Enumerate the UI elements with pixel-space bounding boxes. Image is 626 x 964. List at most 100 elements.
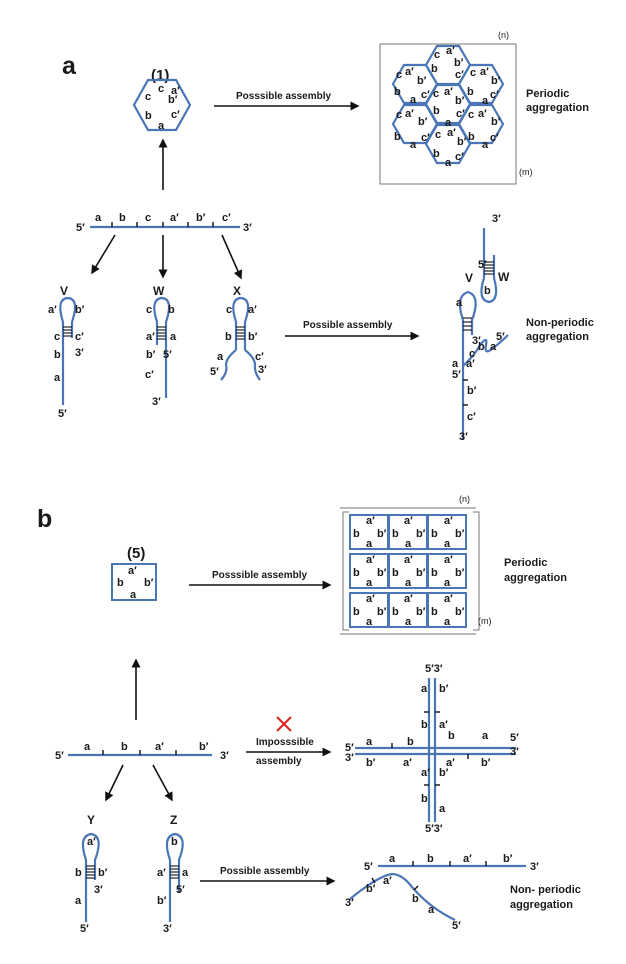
svg-text:b′: b′ — [416, 528, 426, 540]
svg-text:b′: b′ — [439, 683, 449, 695]
svg-text:c′: c′ — [490, 89, 499, 101]
svg-text:a′: a′ — [446, 757, 455, 769]
svg-text:b: b — [467, 86, 474, 98]
svg-text:b′: b′ — [146, 349, 156, 361]
arrow-to-x — [221, 234, 243, 280]
svg-text:a: a — [84, 741, 91, 753]
svg-text:a′: a′ — [404, 515, 413, 527]
svg-text:3′: 3′ — [459, 431, 468, 443]
svg-text:3′: 3′ — [152, 396, 161, 408]
periodic-caption-a-2: aggregation — [526, 102, 589, 114]
svg-text:a: a — [75, 895, 82, 907]
svg-text:a: a — [444, 577, 451, 589]
nonperiodic-caption-b-2: aggregation — [510, 899, 573, 911]
svg-text:c: c — [435, 129, 441, 141]
svg-text:b: b — [171, 836, 178, 848]
svg-text:b′: b′ — [157, 895, 167, 907]
svg-text:W: W — [153, 284, 165, 298]
svg-text:b: b — [75, 867, 82, 879]
svg-text:c: c — [469, 348, 475, 360]
svg-text:a′: a′ — [128, 565, 137, 577]
svg-text:a: a — [444, 538, 451, 550]
svg-text:c: c — [145, 91, 151, 103]
svg-text:b′: b′ — [455, 606, 465, 618]
svg-text:a: a — [452, 358, 459, 370]
svg-text:5′: 5′ — [364, 861, 373, 873]
svg-text:a: a — [158, 120, 165, 132]
svg-text:b′: b′ — [481, 757, 491, 769]
svg-text:a: a — [405, 538, 412, 550]
svg-text:c′: c′ — [171, 109, 180, 121]
svg-text:a: a — [366, 616, 373, 628]
monomer-5-name: (5) — [127, 545, 145, 562]
svg-text:b: b — [353, 528, 360, 540]
svg-text:c: c — [396, 69, 402, 81]
periodic-caption-a-1: Periodic — [526, 88, 569, 100]
svg-text:b: b — [427, 853, 434, 865]
svg-text:b′: b′ — [168, 94, 178, 106]
svg-text:a′: a′ — [447, 127, 456, 139]
svg-text:a: a — [456, 297, 463, 309]
svg-text:a′: a′ — [421, 767, 430, 779]
svg-text:a′: a′ — [444, 86, 453, 98]
impossible-marker — [276, 716, 292, 732]
svg-text:a′: a′ — [366, 593, 375, 605]
svg-text:3′: 3′ — [345, 752, 354, 764]
svg-text:b: b — [407, 736, 414, 748]
svg-text:5′: 5′ — [478, 259, 487, 271]
svg-text:b′: b′ — [248, 331, 258, 343]
svg-text:b: b — [225, 331, 232, 343]
panel-a-label: a — [62, 52, 77, 80]
svg-text:b: b — [168, 304, 175, 316]
svg-text:a′: a′ — [466, 358, 475, 370]
svg-text:V: V — [465, 271, 473, 285]
svg-text:3′: 3′ — [530, 861, 539, 873]
arrow-to-y — [105, 764, 124, 802]
svg-text:a: a — [170, 331, 177, 343]
svg-text:5′: 5′ — [76, 222, 85, 234]
svg-text:b: b — [412, 893, 419, 905]
svg-text:b′: b′ — [417, 75, 427, 87]
monomer-1-hexagon: c a′ c b′ c′ b a — [132, 78, 192, 132]
svg-text:b: b — [119, 212, 126, 224]
svg-text:a: a — [482, 95, 489, 107]
svg-text:b′: b′ — [491, 116, 501, 128]
svg-text:b′: b′ — [416, 567, 426, 579]
svg-text:5′: 5′ — [55, 750, 64, 762]
nonperiodic-caption-b-1: Non- periodic — [510, 884, 581, 896]
svg-text:a: a — [182, 867, 189, 879]
svg-text:c: c — [158, 83, 164, 95]
svg-text:c′: c′ — [222, 212, 231, 224]
cross-junction: 5′3′ 5′3′ 5′ 3′ 5′ 3′ a b′ b a′ a b b′ a… — [345, 663, 519, 835]
svg-text:b: b — [392, 606, 399, 618]
svg-text:b′: b′ — [455, 528, 465, 540]
svg-text:a: a — [217, 351, 224, 363]
svg-text:c′: c′ — [421, 132, 430, 144]
nonperiodic-assembly-label-b: Possible assembly — [220, 866, 310, 877]
svg-text:c: c — [470, 67, 476, 79]
svg-text:c′: c′ — [456, 108, 465, 120]
svg-text:5′: 5′ — [176, 884, 185, 896]
svg-text:c: c — [434, 49, 440, 61]
monomer-5-square: a′ b b′ a — [111, 563, 157, 601]
svg-text:c′: c′ — [145, 369, 154, 381]
svg-text:a′: a′ — [463, 853, 472, 865]
svg-text:a: a — [482, 730, 489, 742]
assembly-label-a: Posssible assembly — [236, 91, 331, 102]
svg-text:5′: 5′ — [163, 349, 172, 361]
svg-text:b: b — [431, 606, 438, 618]
svg-text:3′: 3′ — [345, 897, 354, 909]
svg-text:3′: 3′ — [163, 923, 172, 935]
svg-text:b′: b′ — [416, 606, 426, 618]
svg-text:a′: a′ — [446, 45, 455, 57]
svg-text:c: c — [54, 331, 60, 343]
svg-text:a′: a′ — [383, 875, 392, 887]
svg-text:c: c — [226, 304, 232, 316]
svg-text:a′: a′ — [404, 593, 413, 605]
linear-strand-a: 5′ 3′ a b c a′ b′ c′ — [76, 212, 252, 234]
svg-text:b′: b′ — [467, 385, 477, 397]
svg-text:a′: a′ — [171, 85, 180, 97]
svg-text:b: b — [484, 285, 491, 297]
assembly-label-b: Posssible assembly — [212, 570, 307, 581]
svg-text:a′: a′ — [444, 554, 453, 566]
